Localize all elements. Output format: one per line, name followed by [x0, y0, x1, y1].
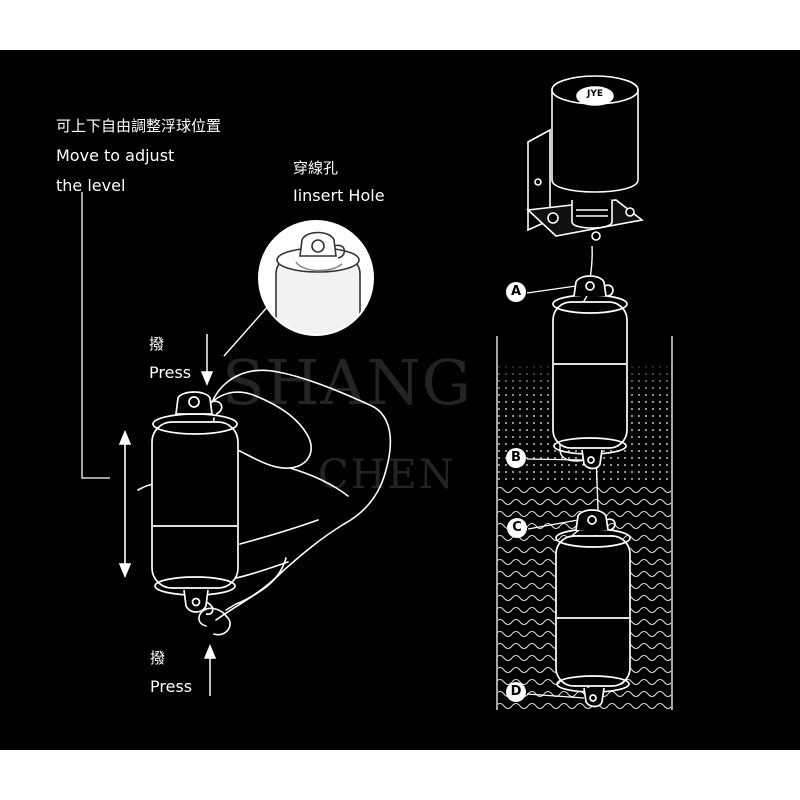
diagram-artwork — [81, 75, 673, 712]
press-bottom-label-zh: 撥 — [150, 649, 166, 667]
left-float-switch — [151, 391, 239, 616]
point-leaders — [526, 285, 585, 699]
up-down-arrow — [118, 429, 132, 579]
adjust-label-zh: 可上下自由調整浮球位置 — [56, 117, 222, 135]
press-bottom-label-en: Press — [150, 677, 193, 696]
watermark-line-1: SHANG — [222, 346, 473, 419]
water-tank — [496, 336, 673, 710]
insert-hole-callout — [223, 220, 374, 357]
point-d-badge: D — [506, 682, 526, 702]
watermark-line-2: CHEN — [318, 452, 456, 498]
insert-hole-label-en: Iinsert Hole — [293, 186, 385, 205]
press-top-label-en: Press — [149, 363, 192, 382]
press-arrow-bottom — [203, 644, 217, 696]
adjust-label-en-line2: the level — [56, 176, 126, 195]
adjust-leader-line — [81, 192, 110, 479]
adjust-label-en-line1: Move to adjust — [56, 146, 175, 165]
lower-float-switch — [555, 509, 631, 708]
pump-controller — [526, 75, 644, 241]
point-b-badge: B — [506, 448, 526, 468]
point-a-badge: A — [506, 282, 526, 302]
point-c-badge: C — [507, 518, 527, 538]
diagram-panel: SHANG CHEN JYE 可上下自由調整浮球位置 Move to adjus… — [0, 50, 800, 750]
press-top-label-zh: 撥 — [149, 335, 165, 353]
press-arrow-top — [200, 334, 214, 386]
insert-hole-label-zh: 穿線孔 — [293, 159, 339, 177]
upper-float-switch — [552, 275, 628, 470]
pump-logo: JYE — [586, 89, 603, 99]
